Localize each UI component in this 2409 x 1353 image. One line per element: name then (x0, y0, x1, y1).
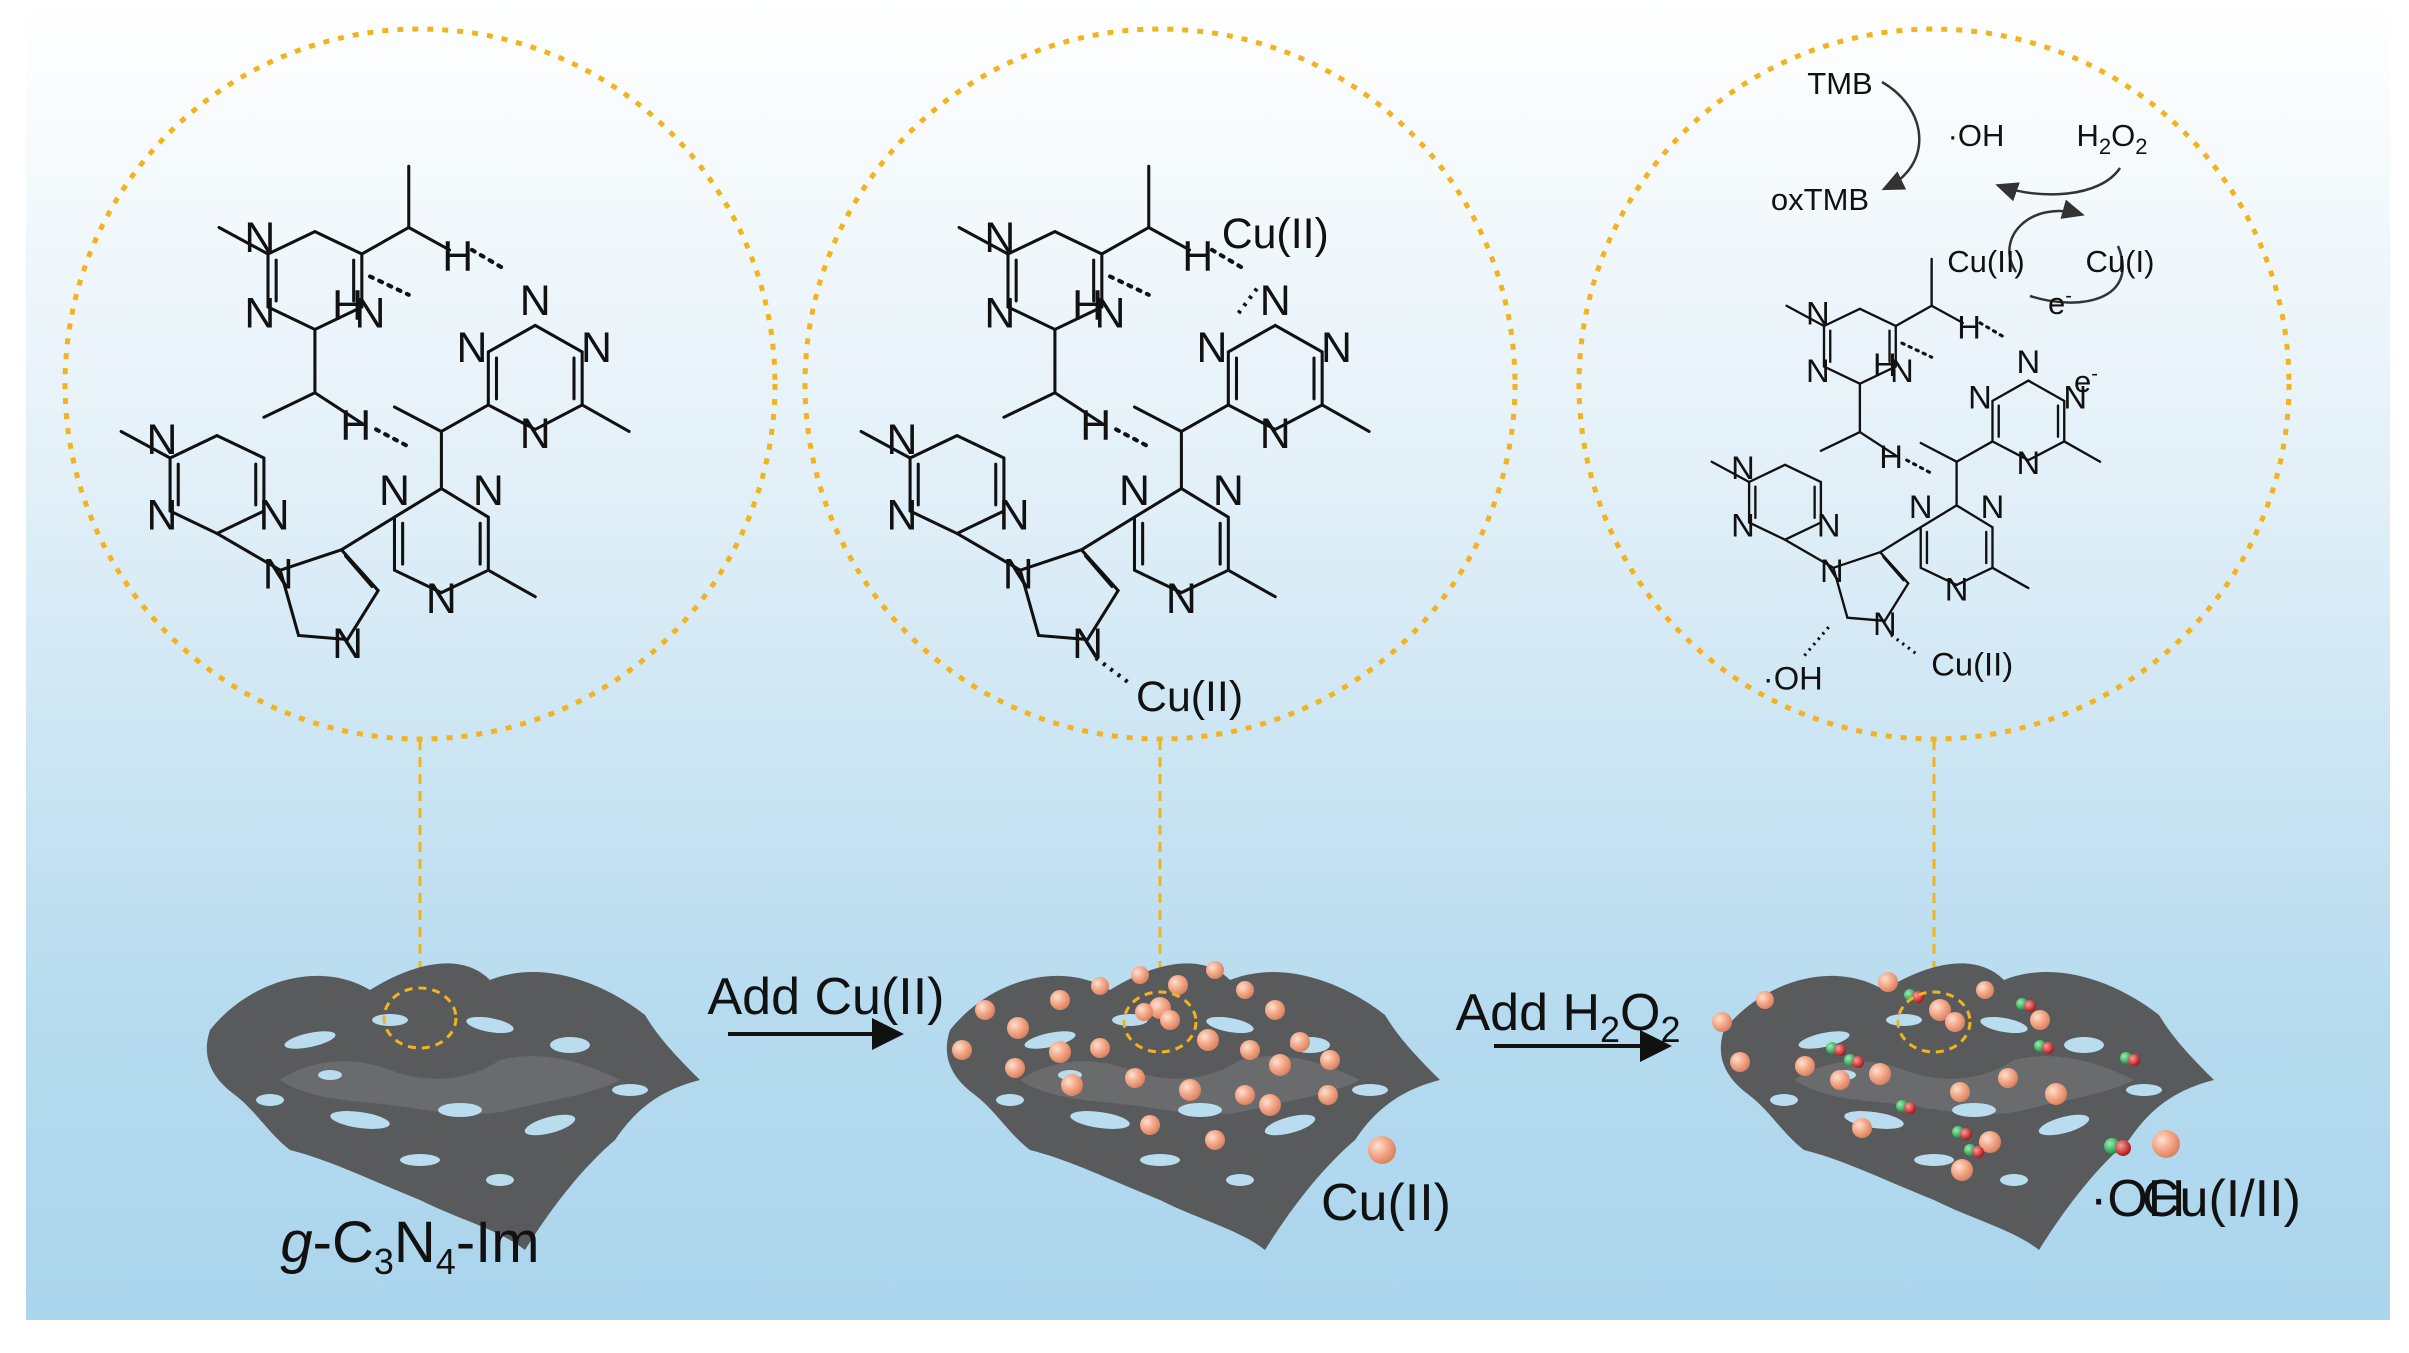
cu-bottom-label: Cu(II) (1136, 673, 1243, 721)
atom-n: N (1909, 488, 1933, 525)
frame-right-border (2390, 0, 2409, 1353)
electron-label-1: e- (2048, 285, 2072, 321)
focus-ring-1 (382, 986, 458, 1050)
atom-n: N (1197, 324, 1228, 372)
legend-oh-label: ·OH (2090, 1170, 2185, 1228)
atom-n: N (426, 575, 457, 623)
cu-bottom-label-3: Cu(II) (1931, 645, 2013, 682)
atom-n: N (1820, 552, 1844, 589)
panel-2: N N N H H H N N N N N N N N N N N N Cu(I… (802, 26, 1518, 1250)
atom-n: N (2063, 379, 2087, 416)
arrow-2: Add H2O2 (1455, 984, 1681, 1062)
legend-cu12-label: Cu(I/II) (2142, 1170, 2301, 1228)
atom-n: N (332, 620, 363, 668)
atom-n: N (1095, 289, 1126, 337)
atom-n: N (146, 416, 177, 464)
oh-radicals-3 (1826, 989, 2140, 1158)
zoom-circle-2 (802, 26, 1518, 742)
atom-n: N (2017, 343, 2041, 380)
atom-n: N (1260, 277, 1291, 325)
atom-n: N (886, 416, 917, 464)
atom-h: H (1879, 438, 1903, 475)
atom-n: N (1003, 551, 1034, 599)
atom-n: N (244, 289, 275, 337)
atom-n: N (1873, 605, 1897, 642)
molecular-structure-2: N N N H H H N N N N N N N N N N N N Cu(I… (861, 166, 1369, 721)
atom-n: N (379, 467, 410, 515)
arrow-2-label: Add H2O2 (1455, 984, 1680, 1050)
panel-3: TMB oxTMB ·OH H2O2 Cu(II) Cu(I) e- e- N … (1576, 26, 2301, 1250)
atom-n: N (520, 277, 551, 325)
atom-n: N (1806, 294, 1830, 331)
atom-n: N (1731, 449, 1755, 486)
atom-n: N (1213, 467, 1244, 515)
cu-top-label: Cu(II) (1222, 210, 1329, 258)
atom-n: N (259, 491, 290, 539)
atom-n: N (520, 410, 551, 458)
atom-n: N (355, 289, 386, 337)
frame-left-border (0, 0, 26, 1353)
molecular-structure-3: N N N H H H N N N N N N N N N N N N Cu(I… (1710, 257, 2102, 696)
atom-n: N (1321, 324, 1352, 372)
atom-n: N (1119, 467, 1150, 515)
atom-n: N (1260, 410, 1291, 458)
atom-h: H (1072, 281, 1103, 329)
oxtmb-label: oxTMB (1771, 182, 1869, 217)
atom-n: N (984, 289, 1015, 337)
atom-n: N (2017, 444, 2041, 481)
atom-n: N (1945, 571, 1969, 608)
molecular-structure-1: N N N H H H N N N N N N N N N N N N (121, 166, 629, 668)
frame-bottom-border (0, 1320, 2409, 1353)
atom-n: N (1731, 507, 1755, 544)
atom-h: H (1873, 346, 1897, 383)
atom-h: H (1182, 232, 1213, 280)
atom-n: N (1072, 620, 1103, 668)
tmb-label: TMB (1807, 66, 1872, 101)
catalytic-cycle: TMB oxTMB ·OH H2O2 Cu(II) Cu(I) e- e- (1771, 66, 2155, 399)
atom-n: N (1166, 575, 1197, 623)
atom-n: N (886, 491, 917, 539)
legend-cu12: Cu(I/II) (2142, 1130, 2301, 1228)
atom-h: H (1080, 402, 1111, 450)
oh-bottom-label: ·OH (1763, 659, 1823, 696)
legend-oh: ·OH (2090, 1138, 2185, 1228)
legend-cu-ball (1368, 1136, 1396, 1164)
atom-n: N (146, 491, 177, 539)
atom-n: N (1806, 352, 1830, 389)
atom-h: H (442, 232, 473, 280)
atom-h: H (1957, 308, 1981, 345)
zoom-circle-1 (62, 26, 778, 742)
atom-n: N (984, 214, 1015, 262)
label-g-c3n4-im: g-C3N4-Im (280, 1210, 539, 1282)
legend-cu-label: Cu(II) (1321, 1174, 1451, 1232)
cycle-cu1-label: Cu(I) (2086, 244, 2155, 279)
atom-n: N (473, 467, 504, 515)
atom-n: N (1817, 507, 1841, 544)
atom-n: N (1981, 488, 2005, 525)
cycle-cu2-label: Cu(II) (1947, 244, 2025, 279)
cu-particles-2 (952, 961, 1340, 1150)
focus-ring-3 (1896, 990, 1972, 1054)
atom-h: H (340, 402, 371, 450)
h2o2-label: H2O2 (2076, 118, 2147, 159)
atom-n: N (999, 491, 1030, 539)
atom-n: N (1890, 352, 1914, 389)
atom-n: N (457, 324, 488, 372)
electron-label-2: e- (2074, 363, 2098, 399)
atom-h: H (332, 281, 363, 329)
cu-particles-3 (1712, 972, 2067, 1181)
oh-radical-label: ·OH (1948, 118, 2005, 153)
atom-n: N (244, 214, 275, 262)
arrow-1-label: Add Cu(II) (708, 968, 945, 1026)
arrow-1: Add Cu(II) (708, 968, 945, 1050)
atom-n: N (581, 324, 612, 372)
panel-1: N N N H H H N N N N N N N N N N N N g-C3… (62, 26, 778, 1282)
focus-ring-2 (1122, 990, 1198, 1054)
atom-n: N (1968, 379, 1992, 416)
atom-n: N (263, 551, 294, 599)
zoom-circle-3 (1576, 26, 2292, 742)
